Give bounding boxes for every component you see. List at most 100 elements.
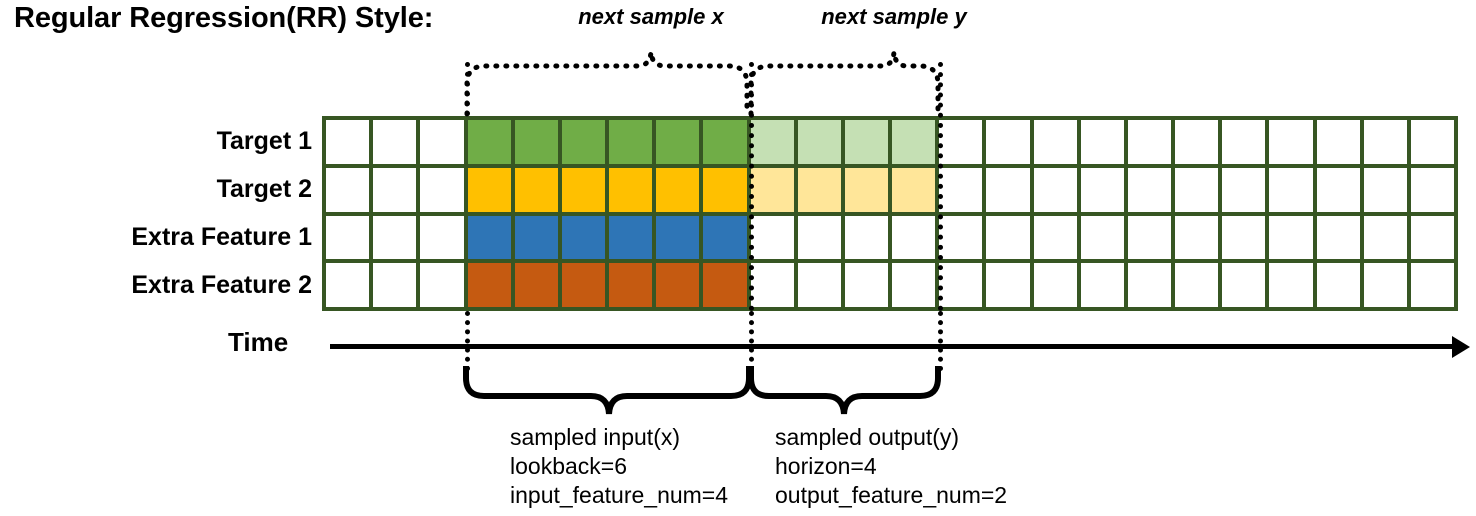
grid-cell-empty-r2-c23 xyxy=(1363,167,1407,212)
grid-cell-input-r4-c5 xyxy=(514,263,558,307)
grid-cell-empty-r4-c23 xyxy=(1363,263,1407,307)
grid-cell-empty-r4-c17 xyxy=(1080,263,1124,307)
row-label-extra-feature-2: Extra Feature 2 xyxy=(131,271,312,299)
grid-cell-empty-r3-c17 xyxy=(1080,215,1124,260)
grid-cell-empty-r3-c15 xyxy=(986,215,1030,260)
grid-cell-empty-r3-c23 xyxy=(1363,215,1407,260)
grid-cell-input-r2-c8 xyxy=(656,167,700,212)
grid-cell-empty-r2-c21 xyxy=(1269,167,1313,212)
grid-cell-input-r3-c5 xyxy=(514,215,558,260)
page-title: Regular Regression(RR) Style: xyxy=(14,2,434,34)
grid-cell-output-r2-c11 xyxy=(797,167,841,212)
grid-cell-empty-r2-c16 xyxy=(1033,167,1077,212)
grid-cell-empty-r2-c17 xyxy=(1080,167,1124,212)
grid-cell-input-r2-c9 xyxy=(703,167,747,212)
grid-cell-input-r1-c4 xyxy=(467,120,511,164)
grid-cell-empty-r2-c22 xyxy=(1316,167,1360,212)
grid-cell-empty-r4-c12 xyxy=(844,263,888,307)
grid-cell-empty-r3-c22 xyxy=(1316,215,1360,260)
grid-cell-input-r4-c7 xyxy=(609,263,653,307)
time-axis-line xyxy=(330,344,1458,349)
grid-cell-input-r4-c8 xyxy=(656,263,700,307)
caption-sampled-input: sampled input(x) lookback=6 input_featur… xyxy=(510,423,728,510)
grid-cell-empty-r2-c15 xyxy=(986,167,1030,212)
grid-cell-empty-r3-c12 xyxy=(844,215,888,260)
guide-line-input-start-bottom xyxy=(465,311,470,371)
grid-cell-empty-r3-c3 xyxy=(420,215,464,260)
grid-cell-output-r1-c12 xyxy=(844,120,888,164)
grid-cell-input-r3-c7 xyxy=(609,215,653,260)
grid-cell-empty-r2-c3 xyxy=(420,167,464,212)
grid-cell-output-r1-c10 xyxy=(750,120,794,164)
top-annotation-next-sample-y: next sample y xyxy=(821,4,967,29)
grid-cell-empty-r3-c18 xyxy=(1127,215,1171,260)
guide-line-input-start-top xyxy=(465,62,470,116)
caption-input-line-2: lookback=6 xyxy=(510,453,627,479)
brace-next-sample-x xyxy=(464,51,750,117)
time-axis-arrow-icon xyxy=(1452,336,1470,358)
grid-cell-input-r1-c6 xyxy=(561,120,605,164)
caption-output-line-3: output_feature_num=2 xyxy=(775,482,1008,508)
grid-cell-empty-r1-c19 xyxy=(1175,120,1219,164)
grid-cell-empty-r1-c15 xyxy=(986,120,1030,164)
grid-cell-output-r2-c10 xyxy=(750,167,794,212)
grid-cell-empty-r3-c24 xyxy=(1410,215,1454,260)
grid-cell-empty-r2-c2 xyxy=(373,167,417,212)
grid-cell-input-r2-c7 xyxy=(609,167,653,212)
grid-cell-output-r2-c13 xyxy=(892,167,936,212)
grid-cell-empty-r1-c3 xyxy=(420,120,464,164)
grid-cell-empty-r2-c14 xyxy=(939,167,983,212)
grid-cell-input-r4-c4 xyxy=(467,263,511,307)
grid-cell-empty-r3-c13 xyxy=(892,215,936,260)
grid-cell-input-r4-c6 xyxy=(561,263,605,307)
grid-cell-empty-r4-c16 xyxy=(1033,263,1077,307)
grid-cell-empty-r4-c18 xyxy=(1127,263,1171,307)
guide-line-boundary-bottom xyxy=(749,311,754,371)
grid-cell-empty-r2-c1 xyxy=(326,167,370,212)
grid-cell-empty-r3-c1 xyxy=(326,215,370,260)
grid-cell-empty-r3-c16 xyxy=(1033,215,1077,260)
grid-cell-empty-r4-c13 xyxy=(892,263,936,307)
grid-cell-input-r4-c9 xyxy=(703,263,747,307)
grid-cell-empty-r3-c11 xyxy=(797,215,841,260)
grid-cell-empty-r1-c22 xyxy=(1316,120,1360,164)
grid-cell-empty-r4-c3 xyxy=(420,263,464,307)
grid-cell-empty-r2-c18 xyxy=(1127,167,1171,212)
row-label-extra-feature-1: Extra Feature 1 xyxy=(131,223,312,251)
grid-cell-empty-r1-c14 xyxy=(939,120,983,164)
grid-cell-empty-r1-c1 xyxy=(326,120,370,164)
grid-cell-empty-r3-c19 xyxy=(1175,215,1219,260)
grid-cell-empty-r2-c24 xyxy=(1410,167,1454,212)
grid-cell-empty-r1-c2 xyxy=(373,120,417,164)
brace-sampled-input xyxy=(463,366,752,415)
grid-cell-input-r1-c7 xyxy=(609,120,653,164)
brace-sampled-output xyxy=(748,366,941,415)
grid-cell-empty-r2-c20 xyxy=(1222,167,1266,212)
grid-cell-empty-r1-c20 xyxy=(1222,120,1266,164)
grid-cell-empty-r3-c2 xyxy=(373,215,417,260)
grid-cell-input-r2-c4 xyxy=(467,167,511,212)
brace-next-sample-y xyxy=(748,51,941,117)
grid-cell-output-r1-c13 xyxy=(892,120,936,164)
grid-cell-input-r3-c4 xyxy=(467,215,511,260)
grid-cell-empty-r4-c14 xyxy=(939,263,983,307)
grid-cell-input-r2-c5 xyxy=(514,167,558,212)
caption-input-line-3: input_feature_num=4 xyxy=(510,482,729,508)
grid-cell-empty-r3-c14 xyxy=(939,215,983,260)
grid-cell-input-r3-c9 xyxy=(703,215,747,260)
grid-cell-empty-r1-c24 xyxy=(1410,120,1454,164)
grid-cell-empty-r4-c22 xyxy=(1316,263,1360,307)
guide-line-output-end-bottom xyxy=(938,311,943,371)
caption-output-line-1: sampled output(y) xyxy=(775,424,960,450)
grid-cell-output-r1-c11 xyxy=(797,120,841,164)
grid-cell-empty-r4-c19 xyxy=(1175,263,1219,307)
guide-line-boundary-top xyxy=(749,62,754,311)
caption-input-line-1: sampled input(x) xyxy=(510,424,681,450)
grid-cell-empty-r4-c1 xyxy=(326,263,370,307)
grid-cell-empty-r4-c15 xyxy=(986,263,1030,307)
grid-cell-empty-r1-c23 xyxy=(1363,120,1407,164)
grid-cell-empty-r1-c18 xyxy=(1127,120,1171,164)
grid-cell-empty-r4-c10 xyxy=(750,263,794,307)
caption-sampled-output: sampled output(y) horizon=4 output_featu… xyxy=(775,423,1007,510)
grid-cell-output-r2-c12 xyxy=(844,167,888,212)
